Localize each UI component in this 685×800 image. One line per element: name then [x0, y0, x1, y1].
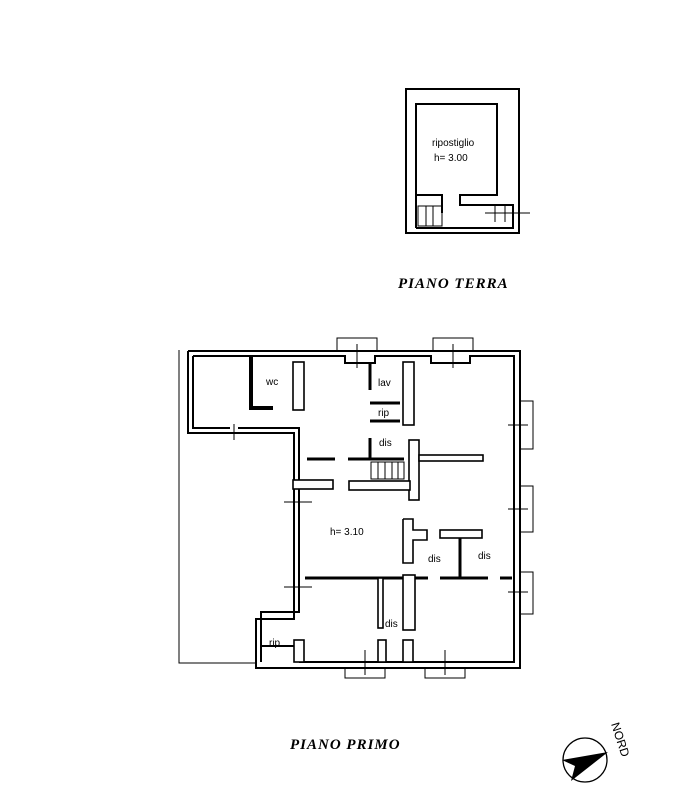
- first-floor-plan: wc lav rip dis h= 3.10 dis dis dis rip: [178, 337, 534, 679]
- room-label-dis: dis: [385, 619, 398, 630]
- floor-height-label: h= 3.10: [330, 527, 364, 538]
- ground-floor-title: PIANO TERRA: [398, 276, 509, 292]
- first-floor-title: PIANO PRIMO: [290, 737, 401, 753]
- room-label-lav: lav: [378, 378, 391, 389]
- room-label-rip: rip: [378, 408, 390, 419]
- compass-label: NORD: [608, 721, 632, 759]
- room-height-label: h= 3.00: [434, 153, 468, 164]
- room-label-rip: rip: [269, 638, 281, 649]
- room-label-ripostiglio: ripostiglio: [432, 138, 475, 149]
- room-label-dis: dis: [428, 554, 441, 565]
- room-label-wc: wc: [265, 377, 278, 388]
- north-arrow-icon: [562, 737, 608, 783]
- room-label-dis: dis: [379, 438, 392, 449]
- room-label-dis: dis: [478, 551, 491, 562]
- ground-floor-plan: ripostiglio h= 3.00: [405, 88, 530, 234]
